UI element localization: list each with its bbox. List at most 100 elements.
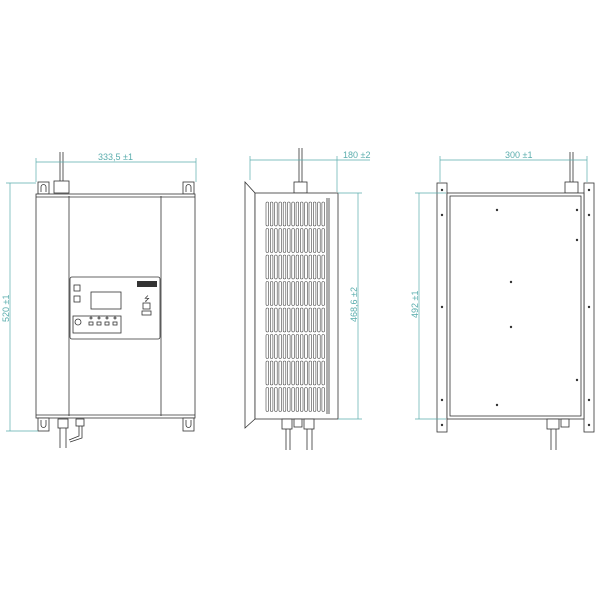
vent-slot	[304, 254, 308, 280]
usb-port	[142, 302, 151, 310]
vent-slot	[269, 254, 274, 280]
vent-slot	[295, 254, 300, 280]
down-button-icon	[73, 295, 81, 303]
led-strip	[72, 315, 122, 334]
vent-slot	[274, 307, 278, 333]
vent-slot	[317, 360, 321, 386]
side-height-dimension: 468,6 ±2	[349, 287, 359, 322]
vent-slot	[265, 360, 269, 386]
back-width-dimension: 300 ±1	[505, 150, 532, 160]
vent-slot	[269, 360, 274, 386]
vent-slot	[308, 281, 312, 306]
vent-slot	[282, 254, 287, 280]
vent-slot	[312, 307, 317, 333]
vent-slot	[312, 334, 317, 359]
vent-slot	[295, 281, 300, 306]
vent-slot	[321, 228, 325, 253]
vent-slot	[265, 387, 269, 412]
vent-slot	[287, 307, 291, 333]
vent-slot	[304, 334, 308, 359]
vent-slot	[304, 228, 308, 253]
usb-icon: ⭍	[144, 295, 150, 303]
vent-slot	[295, 387, 300, 412]
front-width-dimension: 333,5 ±1	[98, 152, 133, 162]
vent-slot	[300, 228, 304, 253]
vent-slot	[317, 281, 321, 306]
back-housing	[446, 192, 585, 420]
vent-slot	[269, 307, 274, 333]
vent-slot	[321, 334, 325, 359]
display-screen	[90, 291, 122, 310]
back-view: 300 ±1 492 ±1	[410, 150, 595, 450]
vent-slot	[287, 281, 291, 306]
vent-slot	[274, 387, 278, 412]
vent-slot	[308, 334, 312, 359]
vent-slot	[291, 254, 295, 280]
vent-slot	[312, 228, 317, 253]
vent-slot	[278, 387, 282, 412]
vent-slot	[278, 254, 282, 280]
vent-slot	[304, 360, 308, 386]
vent-slot	[317, 334, 321, 359]
vent-slot	[282, 360, 287, 386]
vent-slot	[291, 334, 295, 359]
vent-slot	[265, 201, 269, 227]
vent-slot	[269, 387, 274, 412]
vent-slot	[287, 201, 291, 227]
vent-slot	[282, 281, 287, 306]
vent-slot	[321, 201, 325, 227]
vent-slot	[312, 281, 317, 306]
vent-slot	[278, 360, 282, 386]
vent-slot	[317, 307, 321, 333]
vent-slot	[282, 387, 287, 412]
vent-slot	[291, 360, 295, 386]
vent-slot	[295, 334, 300, 359]
vent-slot	[269, 281, 274, 306]
vent-slot	[278, 201, 282, 227]
vent-slot	[321, 360, 325, 386]
vent-slot	[274, 334, 278, 359]
vent-slot	[300, 201, 304, 227]
vent-slot	[312, 360, 317, 386]
vent-slot	[282, 334, 287, 359]
key-switch-icon	[74, 318, 82, 326]
vent-slot	[274, 201, 278, 227]
vent-slot	[274, 360, 278, 386]
up-button-icon	[73, 284, 81, 292]
vent-slot	[291, 281, 295, 306]
vent-slot	[274, 254, 278, 280]
vent-slot	[265, 281, 269, 306]
vent-slot	[282, 228, 287, 253]
side-view: 180 ±2 468,6 ±2	[244, 148, 370, 450]
vent-slot	[282, 307, 287, 333]
vent-slot	[287, 254, 291, 280]
vent-slot	[287, 360, 291, 386]
front-height-dimension: 520 ±1	[1, 295, 11, 322]
vent-slot	[278, 307, 282, 333]
vent-slot	[321, 307, 325, 333]
vent-slot	[269, 201, 274, 227]
vent-slot	[291, 201, 295, 227]
vent-slot	[300, 281, 304, 306]
vent-slot	[317, 254, 321, 280]
vent-slot	[300, 387, 304, 412]
vent-slot	[291, 387, 295, 412]
vent-slot	[287, 228, 291, 253]
vent-slot	[321, 387, 325, 412]
vent-slot	[295, 201, 300, 227]
vent-slot	[308, 360, 312, 386]
vent-slot	[321, 281, 325, 306]
vent-slot	[308, 201, 312, 227]
vent-slot	[265, 228, 269, 253]
battery-led-icons	[88, 316, 118, 326]
vent-slot	[312, 201, 317, 227]
vent-slot	[269, 228, 274, 253]
logo	[137, 281, 157, 287]
vent-slot	[295, 228, 300, 253]
vent-slot	[300, 307, 304, 333]
vent-slot	[304, 307, 308, 333]
vent-slot	[295, 307, 300, 333]
vent-slot	[304, 387, 308, 412]
vent-slot	[317, 387, 321, 412]
